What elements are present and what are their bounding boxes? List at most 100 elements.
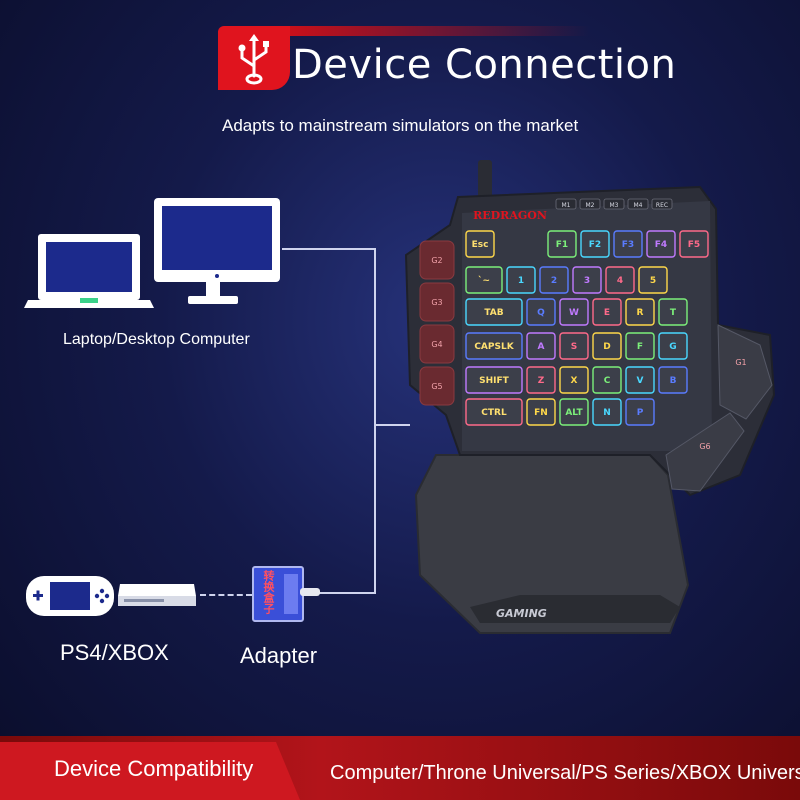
keycap [526, 332, 556, 360]
keycap-label: Z [538, 376, 545, 386]
keycap [625, 398, 655, 426]
adapter-label: Adapter [240, 643, 318, 668]
keycap [547, 230, 577, 258]
keycap-label: V [637, 376, 644, 386]
computer-illustration [24, 198, 280, 308]
side-key [419, 240, 455, 280]
keycap-label: F [637, 342, 643, 352]
keycap [592, 398, 622, 426]
keycap [465, 266, 503, 294]
monitor-icon [154, 198, 280, 304]
keycap [559, 398, 589, 426]
keycap [592, 298, 622, 326]
side-key [419, 324, 455, 364]
keycap-label: Esc [472, 240, 489, 250]
keycap-label: C [604, 376, 611, 386]
keycap [625, 366, 655, 394]
keycap [465, 332, 523, 360]
keycap [572, 266, 602, 294]
keycap [592, 366, 622, 394]
side-key-label: G3 [431, 298, 442, 307]
keycap-label: CTRL [481, 408, 507, 418]
keycap-label: F4 [655, 240, 667, 250]
macro-key-label: M2 [586, 202, 595, 209]
side-key-label: G2 [431, 256, 442, 265]
compat-list: Computer/Throne Universal/PS Series/XBOX… [330, 762, 800, 784]
keycap [465, 298, 523, 326]
console-box-icon [118, 584, 196, 606]
keycap [638, 266, 668, 294]
macro-key-label: REC [656, 202, 668, 209]
keycap-label: N [603, 408, 611, 418]
keycap [613, 230, 643, 258]
brand-logo: REDRAGON [473, 209, 547, 222]
keycap-label: T [670, 308, 677, 318]
keycap [465, 366, 523, 394]
page-title: Device Connection [292, 42, 677, 88]
keycap [539, 266, 569, 294]
keycap-label: W [569, 308, 579, 318]
computer-label: Laptop/Desktop Computer [63, 331, 250, 348]
keycap-label: G [669, 342, 676, 352]
adapter-plug [300, 588, 320, 596]
keycap-label: S [571, 342, 577, 352]
thumb-key-g1-label: G1 [735, 358, 746, 367]
connector-line-top [282, 248, 374, 250]
keycap-label: 5 [650, 276, 656, 286]
keycap-label: X [571, 376, 578, 386]
adapter-text: 转换盒子 [262, 570, 275, 614]
console-illustration [26, 576, 196, 616]
keycap [658, 298, 688, 326]
keycap [605, 266, 635, 294]
connector-line-adapter [318, 592, 376, 594]
side-key-label: G4 [431, 340, 442, 349]
keycap-label: F2 [589, 240, 601, 250]
macro-key [603, 198, 625, 210]
page-subtitle: Adapts to mainstream simulators on the m… [222, 116, 579, 135]
keycap-label: CAPSLK [474, 342, 514, 352]
keycap-label: SHIFT [479, 376, 510, 386]
keycap [625, 298, 655, 326]
keycap [526, 298, 556, 326]
keycap [559, 332, 589, 360]
keycap-label: E [604, 308, 610, 318]
handheld-icon [26, 576, 114, 616]
macro-key-label: M4 [634, 202, 643, 209]
header-stripe [290, 26, 590, 36]
keycap [658, 332, 688, 360]
keycap [526, 398, 556, 426]
keycap-label: A [538, 342, 545, 352]
keycap-label: R [637, 308, 644, 318]
keycap [465, 230, 495, 258]
usb-cable [478, 160, 492, 198]
keycap [679, 230, 709, 258]
usb-badge [218, 26, 290, 90]
keycap [559, 298, 589, 326]
keycap-label: B [670, 376, 677, 386]
macro-key [651, 198, 673, 210]
macro-key-label: M3 [610, 202, 619, 209]
laptop-icon [24, 234, 154, 308]
keycap-label: TAB [484, 308, 503, 318]
macro-key-label: M1 [562, 202, 571, 209]
keycap-label: 2 [551, 276, 557, 286]
macro-key [555, 198, 577, 210]
footer-label-bg [0, 742, 300, 800]
keycap-label: FN [534, 408, 548, 418]
keycap [559, 366, 589, 394]
adapter-icon: 转换盒子 [252, 566, 304, 622]
keycap [506, 266, 536, 294]
console-label: PS4/XBOX [60, 640, 169, 665]
thumb-key-g6-label: G6 [699, 442, 710, 451]
keycap-label: 4 [617, 276, 623, 286]
side-key-label: G5 [431, 382, 442, 391]
keycap-label: 1 [518, 276, 524, 286]
compat-label: Device Compatibility [54, 756, 254, 781]
palm-logo: GAMING [496, 607, 547, 620]
keycap [526, 366, 556, 394]
keycap-label: ALT [565, 408, 583, 418]
keycap-label: D [603, 342, 610, 352]
